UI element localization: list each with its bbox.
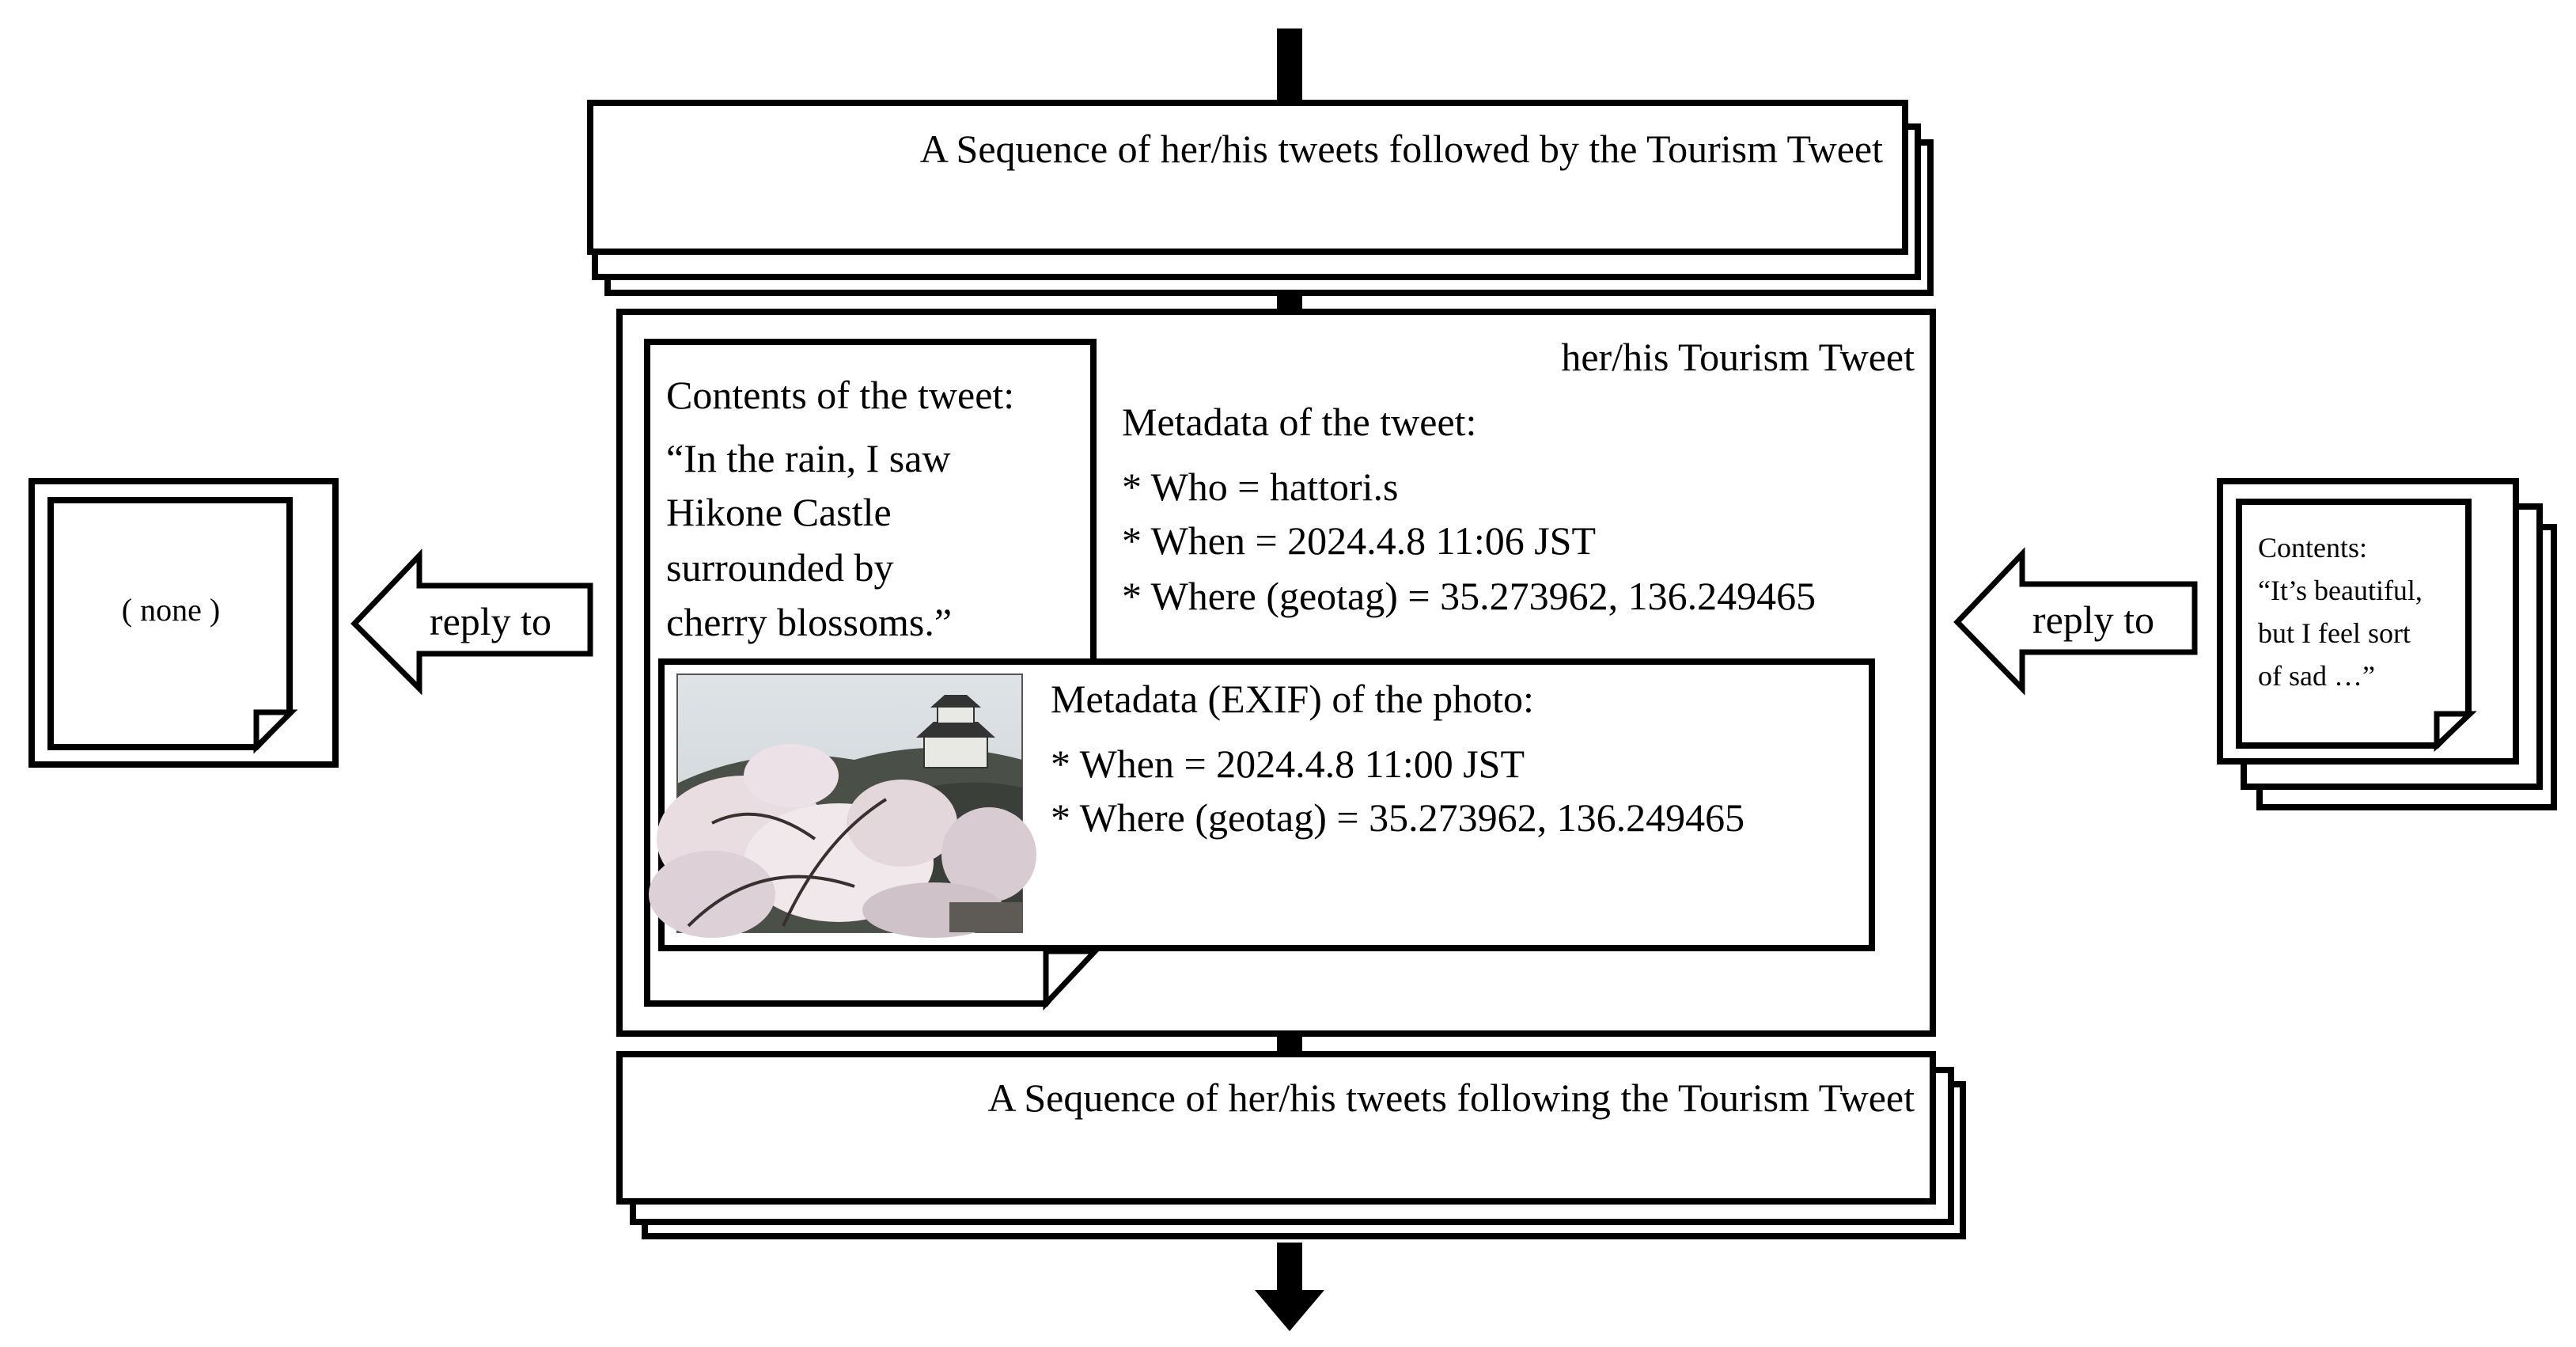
- sequence-before-stack: A Sequence of her/his tweets followed by…: [587, 100, 1934, 296]
- tourism-tweet-frame: her/his Tourism Tweet Contents of the tw…: [616, 309, 1936, 1037]
- left-reply-text: ( none ): [122, 592, 220, 628]
- left-reply-arrow-label: reply to: [430, 599, 551, 643]
- left-arrow-icon: [1953, 547, 2198, 696]
- contents-heading: Contents of the tweet:: [666, 373, 1014, 417]
- exif-line: * Where (geotag) = 35.273962, 136.249465: [1051, 795, 1744, 840]
- left-arrow-icon: [350, 548, 593, 696]
- contents-line: surrounded by: [666, 545, 893, 590]
- right-reply-line: of sad …”: [2258, 660, 2375, 692]
- right-reply-line: “It’s beautiful,: [2258, 575, 2423, 606]
- sequence-after-label: A Sequence of her/his tweets following t…: [988, 1076, 1915, 1120]
- contents-line: “In the rain, I saw: [666, 436, 951, 480]
- exif-line: * When = 2024.4.8 11:00 JST: [1051, 742, 1525, 786]
- right-reply-arrow: reply to: [1953, 547, 2198, 696]
- tourism-tweet-title: her/his Tourism Tweet: [1561, 335, 1915, 379]
- castle-icon: [923, 735, 988, 768]
- sequence-after-stack: A Sequence of her/his tweets following t…: [616, 1051, 1966, 1239]
- right-reply-stack: Contents: “It’s beautiful, but I feel so…: [2217, 478, 2557, 810]
- contents-line: cherry blossoms.”: [666, 600, 952, 644]
- right-reply-line: but I feel sort: [2258, 617, 2411, 649]
- metadata-heading: Metadata of the tweet:: [1122, 400, 1476, 444]
- left-reply-note: ( none ): [28, 478, 339, 768]
- contents-line: Hikone Castle: [666, 490, 892, 534]
- down-arrow-icon: [1255, 1290, 1324, 1331]
- metadata-line: * Where (geotag) = 35.273962, 136.249465: [1122, 574, 1816, 618]
- left-reply-arrow: reply to: [350, 548, 593, 696]
- metadata-line: * When = 2024.4.8 11:06 JST: [1122, 518, 1596, 563]
- exif-heading: Metadata (EXIF) of the photo:: [1051, 677, 1534, 721]
- right-reply-line: Contents:: [2258, 532, 2367, 563]
- sequence-before-label: A Sequence of her/his tweets followed by…: [920, 127, 1883, 171]
- right-reply-arrow-label: reply to: [2032, 598, 2154, 642]
- castle-photo: [649, 674, 1036, 938]
- metadata-line: * Who = hattori.s: [1122, 465, 1398, 509]
